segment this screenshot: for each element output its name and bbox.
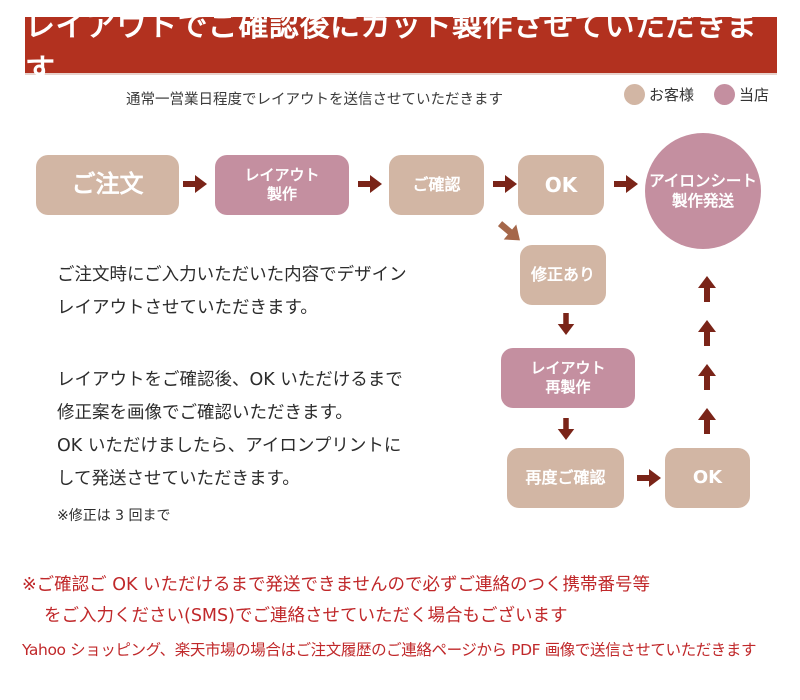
arrow-up-icon [698, 320, 716, 346]
step-ok-label: OK [544, 173, 578, 197]
step-ship-line1: アイロンシート [649, 171, 757, 190]
customer-color-dot [624, 84, 645, 105]
step-layout-line1: レイアウト [244, 165, 320, 184]
arrow-right-icon [358, 175, 382, 193]
p2-line3: OK いただけましたら、アイロンプリントに [57, 436, 402, 456]
notice-line-2: をご入力ください(SMS)でご連絡させていただく場合もございます [44, 606, 568, 626]
arrow-right-icon [493, 175, 517, 193]
arrow-down-right-icon [497, 221, 520, 241]
legend-shop-label: 当店 [739, 86, 770, 104]
arrow-right-icon [637, 469, 661, 487]
step-layout-line2: 製作 [266, 185, 297, 203]
p2-line4: して発送させていただきます。 [57, 469, 300, 489]
arrow-up-icon [698, 408, 716, 434]
revision-limit-note: ※修正は 3 回まで [57, 508, 171, 524]
step-confirm: ご確認 [389, 155, 484, 215]
p2-line1: レイアウトをご確認後、OK いただけるまで [57, 370, 403, 390]
arrow-up-icon [698, 364, 716, 390]
notice-line-3: Yahoo ショッピング、楽天市場の場合はご注文履歴のご連絡ページから PDF … [22, 641, 757, 659]
step-relayout-line1: レイアウト [530, 358, 606, 377]
step-ok: OK [518, 155, 604, 215]
title-banner: レイアウトでご確認後にカット製作させていただきます [25, 9, 777, 88]
step-layout: レイアウト 製作 [215, 155, 349, 215]
step-order: ご注文 [36, 155, 179, 215]
step-order-label: ご注文 [71, 170, 144, 199]
description-paragraph-2: レイアウトをご確認後、OK いただけるまで 修正案を画像でご確認いただきます。 … [57, 364, 403, 496]
step-ok-final-label: OK [692, 467, 723, 489]
step-revision: 修正あり [520, 245, 606, 305]
notice-line-1: ※ご確認ご OK いただけるまで発送できませんので必ずご連絡のつく携帯番号等 [22, 575, 651, 595]
shop-color-dot [714, 84, 735, 105]
p2-line2: 修正案を画像でご確認いただきます。 [57, 403, 353, 423]
step-reconfirm-label: 再度ご確認 [525, 467, 606, 487]
legend-shop: 当店 [714, 84, 769, 105]
layout-delivery-note: 通常一営業日程度でレイアウトを送信させていただきます [126, 92, 503, 108]
arrow-up-icon [698, 276, 716, 302]
description-paragraph-1: ご注文時にご入力いただいた内容でデザイン レイアウトさせていただきます。 [57, 259, 407, 325]
step-revision-label: 修正あり [530, 264, 595, 284]
arrow-down-icon [557, 313, 575, 335]
step-reconfirm: 再度ご確認 [507, 448, 624, 508]
step-ok-final: OK [665, 448, 750, 508]
step-relayout: レイアウト 再製作 [501, 348, 635, 408]
legend-customer: お客様 [624, 84, 694, 105]
step-relayout-line2: 再製作 [545, 378, 591, 396]
p1-line2: レイアウトさせていただきます。 [57, 298, 318, 318]
banner-title: レイアウトでご確認後にカット製作させていただきます [25, 9, 757, 88]
arrow-right-icon [614, 175, 638, 193]
legend-customer-label: お客様 [649, 86, 695, 104]
arrow-down-icon [557, 418, 575, 440]
step-ship: アイロンシート 製作発送 [645, 133, 761, 249]
step-ship-line2: 製作発送 [671, 192, 734, 210]
arrow-right-icon [183, 175, 207, 193]
p1-line1: ご注文時にご入力いただいた内容でデザイン [57, 265, 407, 285]
step-confirm-label: ご確認 [412, 174, 461, 194]
